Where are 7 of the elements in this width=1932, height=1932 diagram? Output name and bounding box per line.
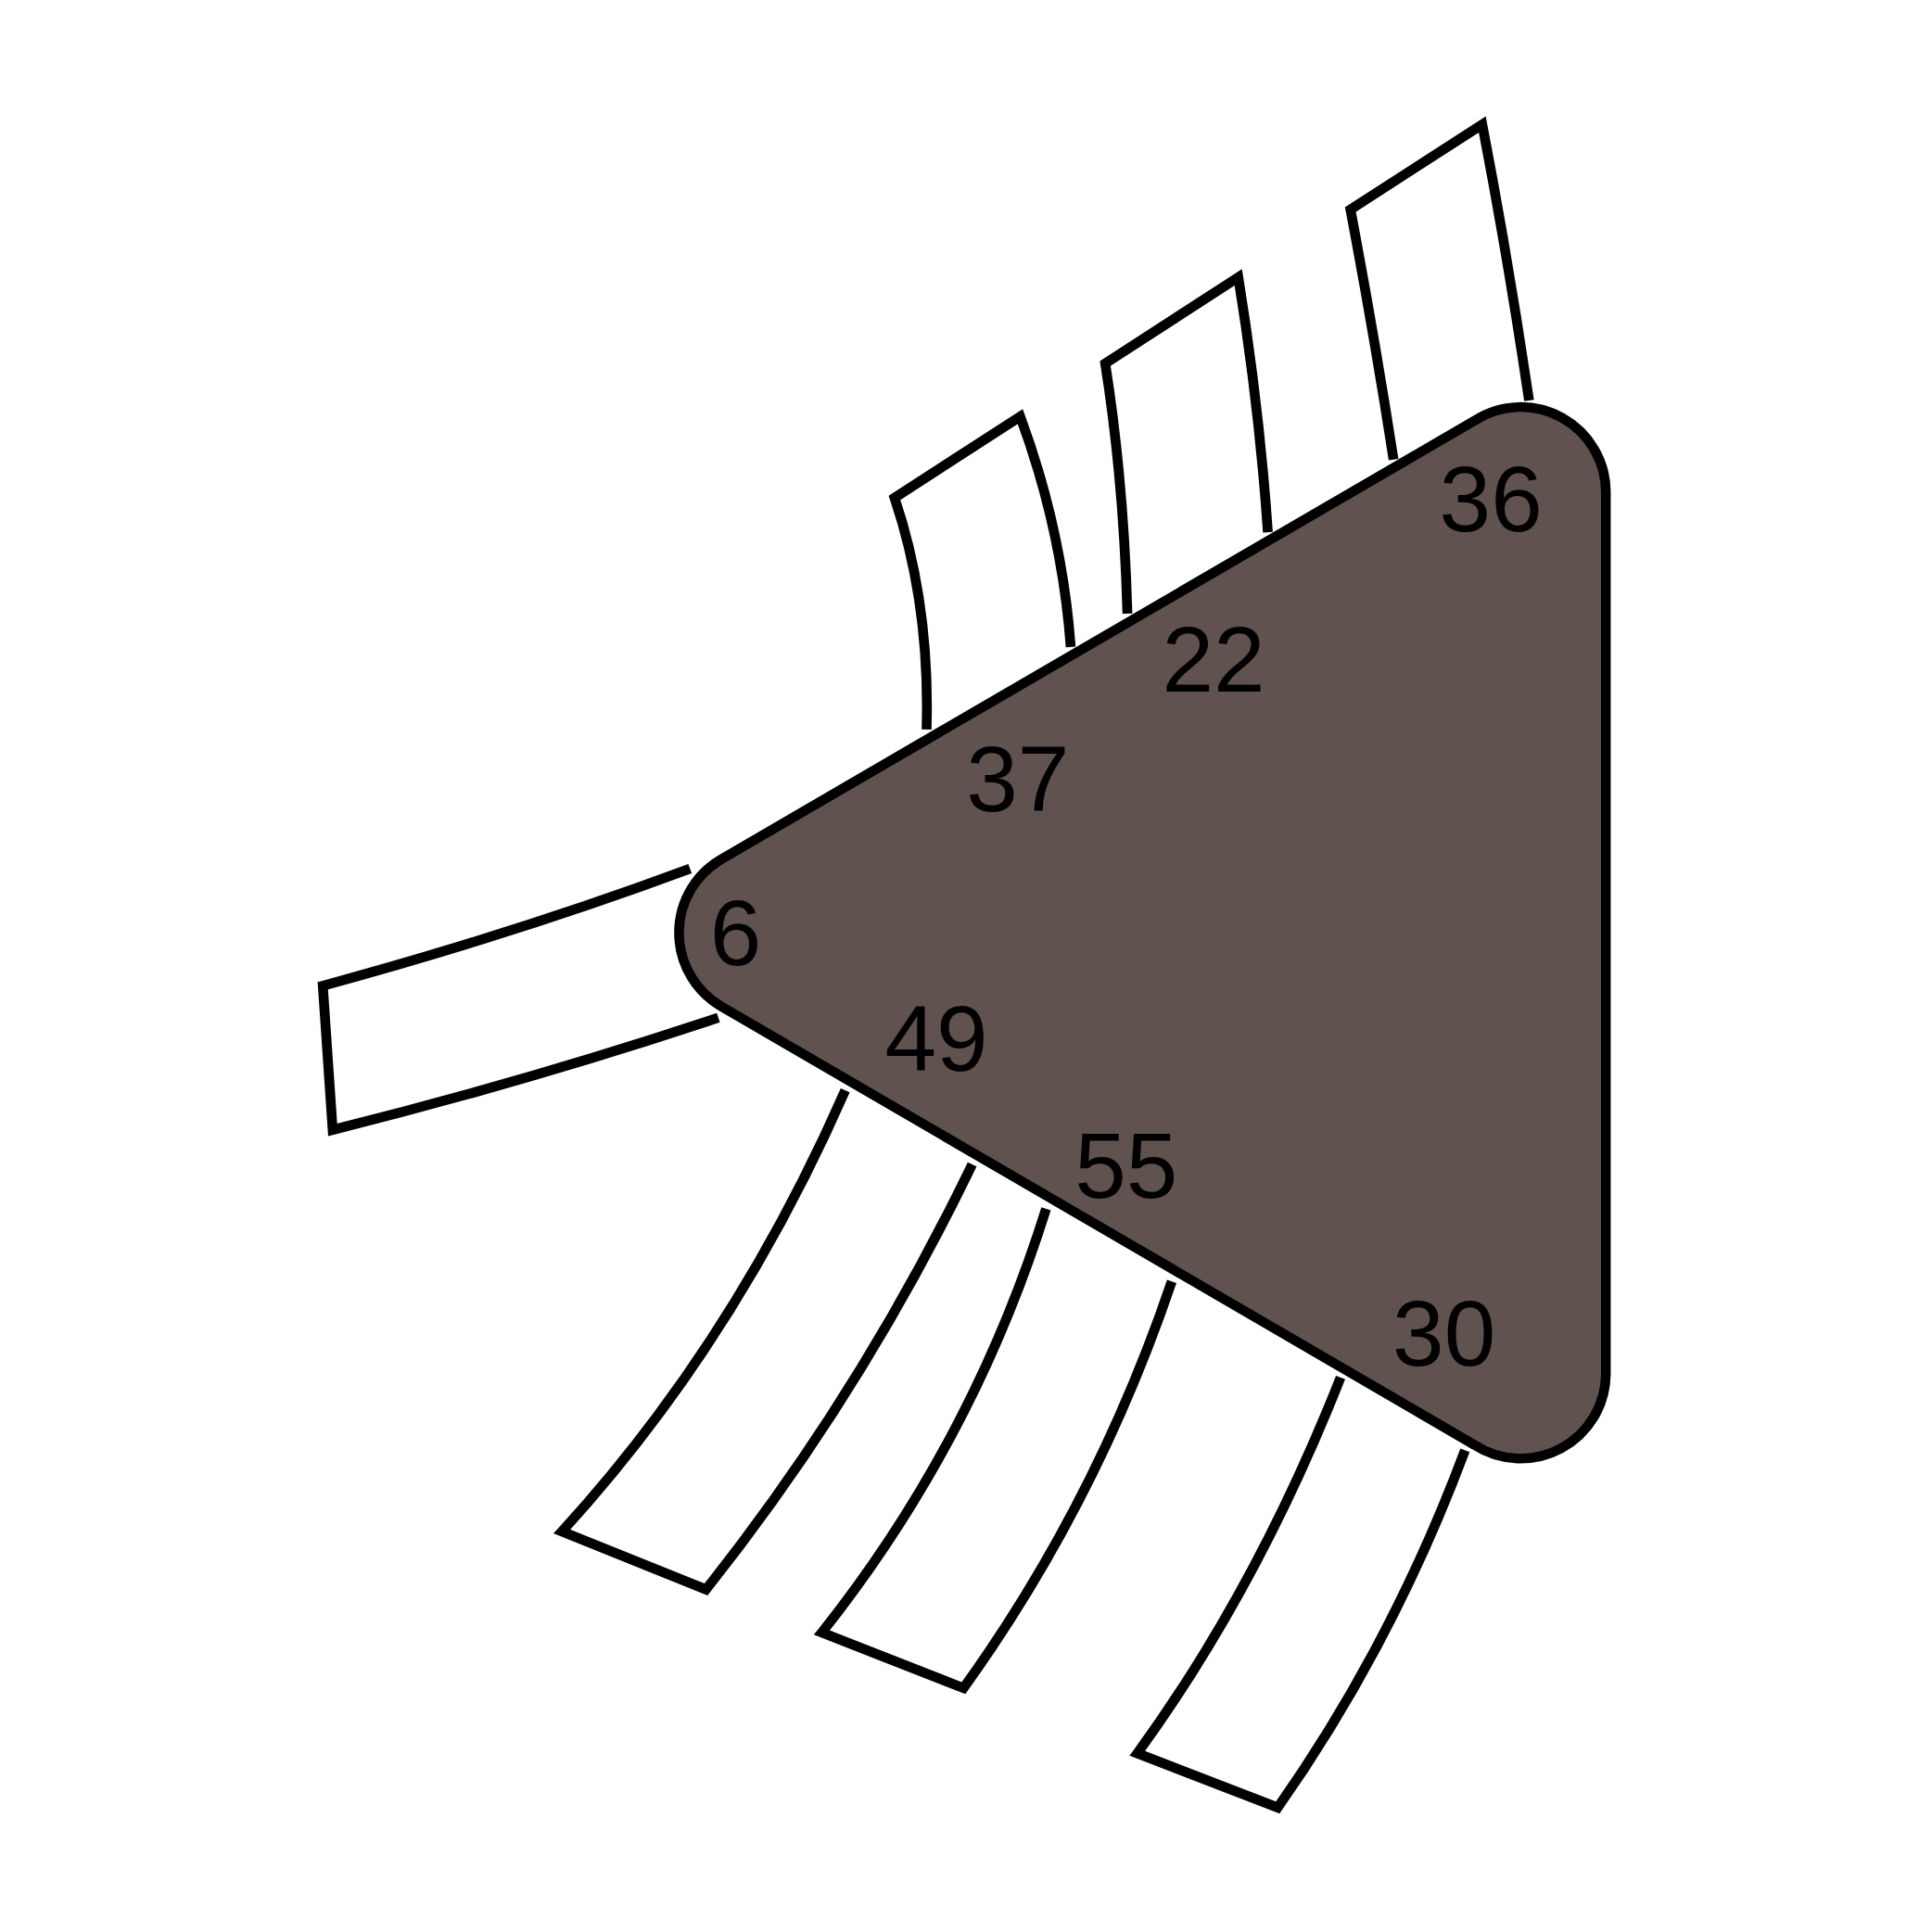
number-label: 55 <box>1074 1119 1178 1213</box>
number-label: 37 <box>966 731 1070 825</box>
number-label: 6 <box>709 886 762 980</box>
number-label: 49 <box>884 992 988 1086</box>
number-label: 22 <box>1162 613 1265 706</box>
number-label: 36 <box>1439 452 1543 546</box>
number-label: 30 <box>1392 1287 1496 1380</box>
